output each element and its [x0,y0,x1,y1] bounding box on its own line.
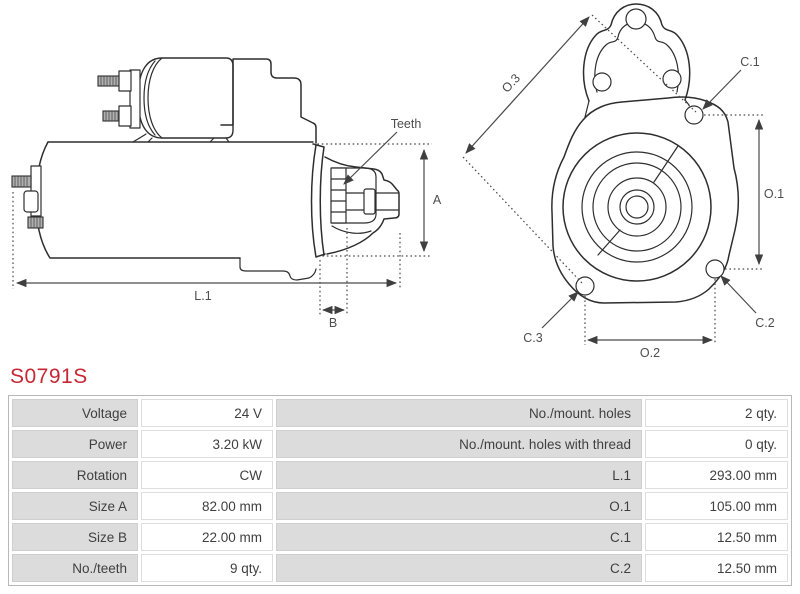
spec-label-power: Power [12,430,138,458]
bell-mouth-circle [562,132,712,282]
terminal-block [23,190,39,213]
bell-inner-cup [331,167,377,224]
thread-lines [100,76,117,86]
solenoid-stud-small [102,110,121,122]
c2-leader-line [720,275,757,314]
solenoid-legs [132,133,230,143]
spec-label-l1: L.1 [276,461,642,489]
spec-value-rotation: CW [141,461,273,489]
solenoid-crown [582,3,691,118]
spec-value-mount-holes: 2 qty. [645,399,788,427]
spec-table: Voltage 24 V No./mount. holes 2 qty. Pow… [8,395,792,586]
thread-lines [105,111,119,121]
sector-lines [597,145,679,256]
spec-value-teeth: 9 qty. [141,554,273,582]
spec-row: No./teeth 9 qty. C.2 12.50 mm [12,554,788,582]
dimension-label-o1: O.1 [764,187,784,201]
rear-terminals [11,165,44,229]
dimension-label-c2: C.2 [755,316,775,330]
spec-value-c1: 12.50 mm [645,523,788,551]
solenoid-cap-rings [143,57,163,139]
spec-row: Power 3.20 kW No./mount. holes with thre… [12,430,788,458]
part-number: S0791S [10,365,88,388]
spec-row: Size B 22.00 mm C.1 12.50 mm [12,523,788,551]
front-view-dimensions: O.3 C.1 O.1 C.2 C.3 O.2 [462,14,784,360]
pilot-circle [581,151,693,263]
pinion-teeth-lines [330,178,347,213]
front-view-drawing: O.3 C.1 O.1 C.2 C.3 O.2 [462,3,784,360]
spec-value-size-a: 82.00 mm [141,492,273,520]
spec-row: Rotation CW L.1 293.00 mm [12,461,788,489]
pinion-gear [330,167,347,224]
dim-o3-line [465,16,590,154]
spec-label-mount-holes-thread: No./mount. holes with thread [276,430,642,458]
crown-hole-right [662,69,682,89]
shaft-circle [619,189,655,225]
spec-row: Voltage 24 V No./mount. holes 2 qty. [12,399,788,427]
spec-label-size-b: Size B [12,523,138,551]
solenoid-stud-nut [118,70,132,92]
c3-leader-line [541,291,579,329]
spec-value-o1: 105.00 mm [645,492,788,520]
thread-lines [14,176,28,187]
upper-housing-contour [220,58,317,144]
dimension-label-c1: C.1 [740,55,760,69]
crown-base-links [584,99,690,118]
drive-end-housing [310,143,400,258]
mount-hole-c3 [575,276,595,296]
threaded-stud [11,175,32,188]
solenoid-body [137,57,234,139]
solenoid-stud-small-nut [118,105,132,127]
dimension-label-o3: O.3 [499,71,523,95]
crown-hole-top [625,8,647,30]
motor-body-step [239,257,317,281]
dim-o3-extension-top [591,14,697,113]
dimension-label-o2: O.2 [640,346,660,360]
dimension-label-a: A [433,193,442,207]
spec-label-c2: C.2 [276,554,642,582]
spec-label-o1: O.1 [276,492,642,520]
dimension-label-l1: L.1 [194,289,211,303]
bell-outline [324,156,400,255]
teeth-leader-line [343,131,398,185]
shaft-bore-circle [625,195,649,219]
thread-lines [30,217,41,228]
mounting-flange [551,96,739,304]
side-view-dimensions: A L.1 B Teeth [12,117,442,330]
bore-circle [592,162,682,252]
bell-inner-bottom [331,225,372,234]
dimension-label-b: B [329,316,337,330]
spec-label-c1: C.1 [276,523,642,551]
shaft-collar [363,188,376,215]
dimension-label-c3: C.3 [523,331,543,345]
spec-value-size-b: 22.00 mm [141,523,273,551]
spec-row: Size A 82.00 mm O.1 105.00 mm [12,492,788,520]
crown-outline [582,3,691,102]
spec-label-size-a: Size A [12,492,138,520]
flange-outline [551,96,739,304]
dimension-label-teeth: Teeth [391,117,422,131]
crown-hole-left [592,72,612,92]
motor-body-left-face [35,141,241,259]
side-view-drawing: A L.1 B Teeth [11,57,442,330]
spec-label-rotation: Rotation [12,461,138,489]
solenoid [97,57,234,143]
technical-drawing: A L.1 B Teeth [11,3,784,360]
threaded-stud-small [27,216,44,229]
mount-hole-c2 [705,259,725,279]
shaft-boss-circle [607,177,667,237]
c1-leader-line [702,69,742,110]
spec-value-mount-holes-thread: 0 qty. [645,430,788,458]
spec-label-mount-holes: No./mount. holes [276,399,642,427]
spec-label-voltage: Voltage [12,399,138,427]
spec-value-l1: 293.00 mm [645,461,788,489]
terminal-bracket [129,69,141,129]
spec-value-voltage: 24 V [141,399,273,427]
motor-body [35,141,317,281]
spec-label-teeth: No./teeth [12,554,138,582]
spec-value-power: 3.20 kW [141,430,273,458]
flange-ring-front [310,143,326,258]
mount-hole-c1 [684,105,704,125]
spec-value-c2: 12.50 mm [645,554,788,582]
